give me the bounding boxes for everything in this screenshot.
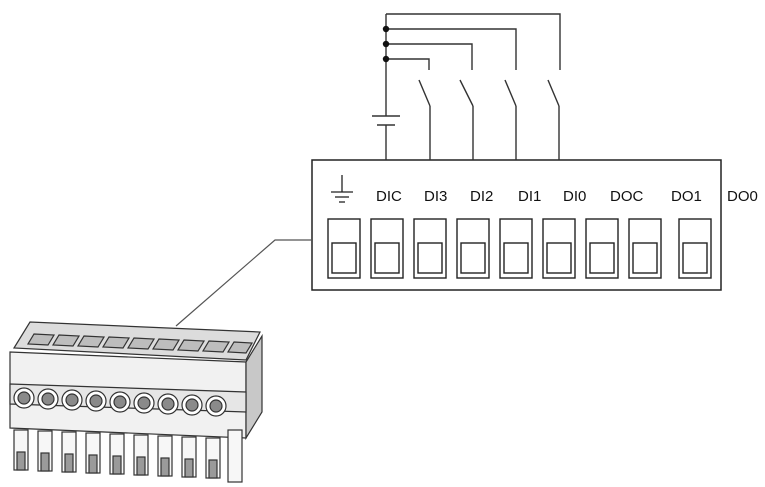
terminal-label-di3: DI3 (424, 188, 447, 205)
terminal-slot (370, 218, 404, 279)
terminal-slots (327, 218, 712, 279)
ground-icon (331, 175, 353, 203)
terminal-slot (413, 218, 447, 279)
terminal-slot (678, 218, 712, 279)
terminal-label-di1: DI1 (518, 188, 541, 205)
terminal-label-do1: DO1 (671, 188, 702, 205)
wire-di1 (386, 28, 517, 70)
junction-dot (382, 55, 390, 63)
switch-di0 (547, 79, 560, 160)
screw (181, 394, 203, 416)
terminal-slot (585, 218, 619, 279)
terminal-label-doc: DOC (610, 188, 644, 205)
screw (85, 390, 107, 412)
leader-line (175, 239, 312, 327)
connector-pins (13, 429, 243, 483)
screw (13, 387, 35, 409)
terminal-label-di2: DI2 (470, 188, 493, 205)
junction-dot (382, 40, 390, 48)
switch-di2 (459, 79, 474, 160)
terminal-label-do0: DO0 (727, 188, 758, 205)
screw (133, 392, 155, 414)
terminal-slot (542, 218, 576, 279)
junction-dot (382, 25, 390, 33)
screw (61, 389, 83, 411)
input-wiring (372, 13, 561, 160)
terminal-slot (327, 218, 361, 279)
screw (37, 388, 59, 410)
screw (157, 393, 179, 415)
screw (109, 391, 131, 413)
wire-di0 (386, 13, 561, 70)
switch-di3 (418, 79, 431, 160)
screw (205, 395, 227, 417)
junction-dots (382, 25, 390, 63)
terminal-label-dic: DIC (376, 188, 402, 205)
terminal-block: DIC DI3 DI2 DI1 DI0 DOC DO1 DO0 (311, 159, 758, 291)
switch-di1 (504, 79, 517, 160)
terminal-connector-plug (9, 321, 263, 483)
terminal-label-di0: DI0 (563, 188, 586, 205)
terminal-slot (628, 218, 662, 279)
wire-di3 (386, 58, 430, 70)
wire-di2 (386, 43, 473, 70)
terminal-slot (499, 218, 533, 279)
terminal-slot (456, 218, 490, 279)
connector-screws (13, 387, 227, 417)
battery-icon (372, 115, 400, 126)
